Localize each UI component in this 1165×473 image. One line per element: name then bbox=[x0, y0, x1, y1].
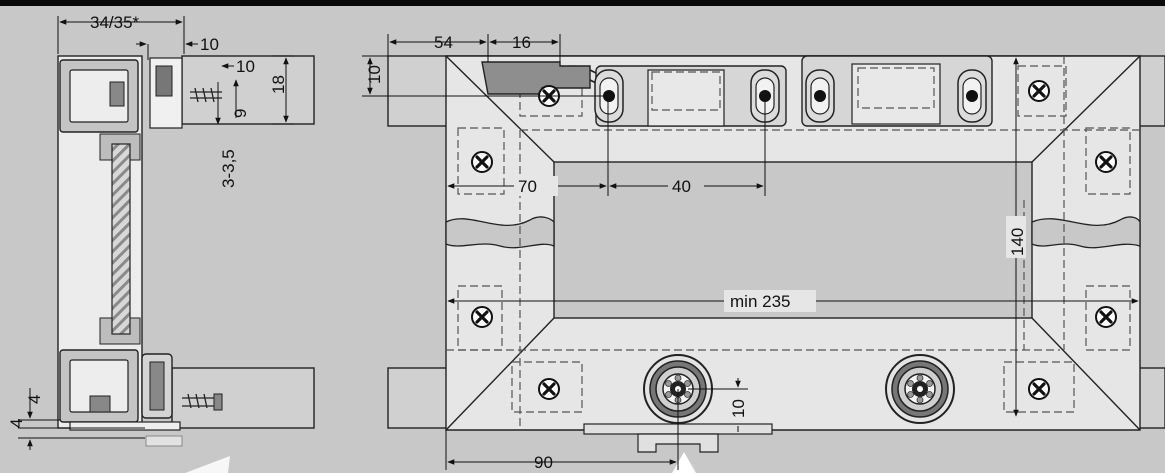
screw-cross-icon bbox=[537, 377, 561, 401]
dim-min-width: min 235 bbox=[730, 292, 790, 311]
front-view: 54 16 10 70 40 140 min 235 90 10 bbox=[362, 33, 1165, 473]
dim-side-width: 34/35* bbox=[90, 13, 140, 32]
glass-pane bbox=[111, 143, 131, 335]
dim-inner-40: 40 bbox=[672, 177, 691, 196]
slotted-hole-icon bbox=[957, 69, 987, 123]
screw-cross-icon bbox=[1094, 150, 1118, 174]
break-right bbox=[1031, 216, 1141, 249]
dim-wheel-10: 10 bbox=[729, 399, 748, 418]
slotted-hole-icon bbox=[805, 69, 835, 123]
dim-top-54: 54 bbox=[434, 33, 453, 52]
dim-side-bottom-b: 4 bbox=[7, 419, 26, 428]
dim-bottom-90: 90 bbox=[534, 453, 553, 472]
dim-height-140: 140 bbox=[1008, 228, 1027, 256]
dim-side-gap: 10 bbox=[200, 35, 219, 54]
side-section-view: 34/35* 10 10 18 9 3-3,5 4 4 bbox=[7, 13, 315, 473]
screw-cross-icon bbox=[1027, 79, 1051, 103]
top-bracket bbox=[481, 61, 591, 95]
dim-side-height: 18 bbox=[269, 75, 288, 94]
dim-top-10: 10 bbox=[365, 65, 384, 84]
dim-top-16: 16 bbox=[512, 33, 531, 52]
screw-cross-icon bbox=[470, 150, 494, 174]
screw-cross-icon bbox=[1027, 377, 1051, 401]
roller-wheel-icon bbox=[885, 354, 955, 424]
floor-guide bbox=[69, 421, 181, 431]
screw-cross-icon bbox=[470, 305, 494, 329]
dim-side-hole: 9 bbox=[231, 109, 250, 118]
dim-inner-70: 70 bbox=[518, 177, 537, 196]
break-left bbox=[445, 216, 555, 249]
dim-side-offset: 10 bbox=[236, 57, 255, 76]
dim-side-thickness: 3-3,5 bbox=[219, 149, 238, 188]
top-bar bbox=[0, 0, 1165, 6]
screw-cross-icon bbox=[1094, 305, 1118, 329]
dim-side-bottom-a: 4 bbox=[25, 395, 44, 404]
